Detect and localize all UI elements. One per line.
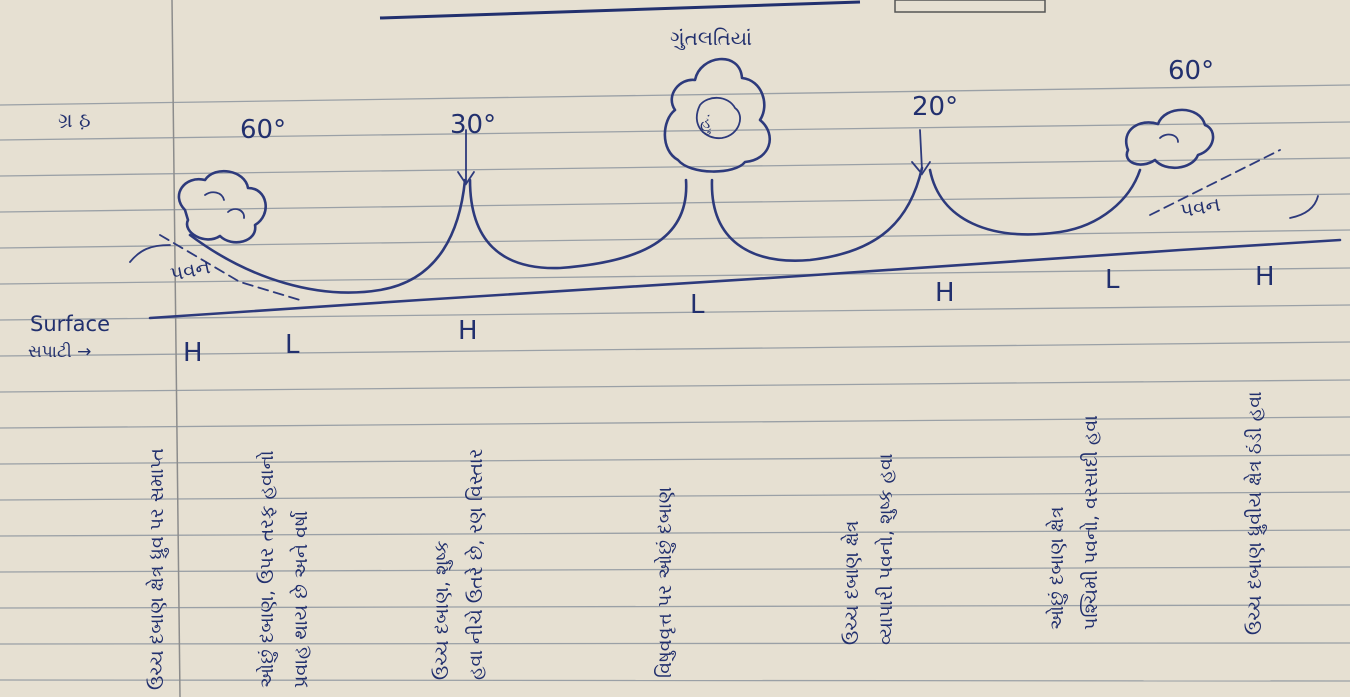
column-line: ઉચ્ચ દબાણ ક્ષેત્ર <box>841 520 863 645</box>
column-line: ઉચ્ચ દબાણ, શુષ્ક <box>431 540 453 681</box>
latitude-label: 60° <box>1168 56 1215 86</box>
column-line: પ્રવાહ થાય છે અને વર્ષા <box>290 510 312 688</box>
corner-label: ગ્ર ઠ઼ <box>58 108 91 132</box>
cloud-icon <box>177 169 267 244</box>
pressure-mark: L <box>690 290 705 320</box>
top-label: ગુંતલતિયાં <box>670 26 753 50</box>
column-line: ઓછું દબાણ, ઉપર તરફ હવાનો <box>256 450 278 688</box>
column-line: પશ્ચિમી પવનો, વરસાદી હવા <box>1080 415 1102 630</box>
pressure-mark: H <box>458 316 478 346</box>
latitude-label: 60° <box>240 115 287 145</box>
description-column: વિષુવવૃત્ત પર ઓછું દબાણ <box>648 318 682 678</box>
surface-label: Surface <box>30 312 111 336</box>
circulation-curves <box>188 129 1142 294</box>
description-column: ઉચ્ચ દબાણ ક્ષેત્ર વ્યાપારી પવનો, શુષ્ક હ… <box>835 305 903 645</box>
pressure-mark: L <box>1105 265 1120 295</box>
latitude-label: 30° <box>450 110 497 140</box>
column-line: ઉચ્ચ દબાણ ધ્રુવીય ક્ષેત્ર ઠંડી હવા <box>1244 391 1266 635</box>
description-column: ઉચ્ચ દબાણ ક્ષેત્ર ધ્રુવ પર સમાપ્ત <box>140 370 174 690</box>
column-line: ઉચ્ચ દબાણ ક્ષેત્ર ધ્રુવ પર સમાપ્ત <box>146 448 168 690</box>
description-column: ઓછું દબાણ ક્ષેત્ર પશ્ચિમી પવનો, વરસાદી હ… <box>1040 290 1108 630</box>
margin-line <box>171 0 181 697</box>
column-line: વ્યાપારી પવનો, શુષ્ક હવા <box>875 453 897 645</box>
pressure-mark: L <box>285 330 300 360</box>
pressure-mark: H <box>935 278 955 308</box>
pressure-mark: H <box>183 338 203 368</box>
description-column: ઉચ્ચ દબાણ ધ્રુવીય ક્ષેત્ર ઠંડી હવા <box>1238 285 1272 635</box>
column-line: વિષુવવૃત્ત પર ઓછું દબાણ <box>654 486 676 678</box>
surface-line <box>148 238 1342 320</box>
column-line: હવા નીચે ઉતરે છે, રણ વિસ્તાર <box>465 448 487 680</box>
ruled-lines <box>0 84 1350 682</box>
description-column: ઉચ્ચ દબાણ, શુષ્ક હવા નીચે ઉતરે છે, રણ વિ… <box>425 340 493 680</box>
wind-arrows <box>129 149 1319 301</box>
cloud-icon <box>1124 108 1215 169</box>
column-line: ઓછું દબાણ ક્ષેત્ર <box>1046 506 1068 630</box>
latitude-label: 20° <box>912 92 959 122</box>
description-column: ઓછું દબાણ, ઉપર તરફ હવાનો પ્રવાહ થાય છે અ… <box>250 358 318 688</box>
cumulonimbus-cloud-icon <box>663 57 771 173</box>
surface-sub-label: સપાટી → <box>28 342 92 362</box>
cloud-label: હું <box>700 113 712 132</box>
pressure-mark: H <box>1255 262 1275 292</box>
